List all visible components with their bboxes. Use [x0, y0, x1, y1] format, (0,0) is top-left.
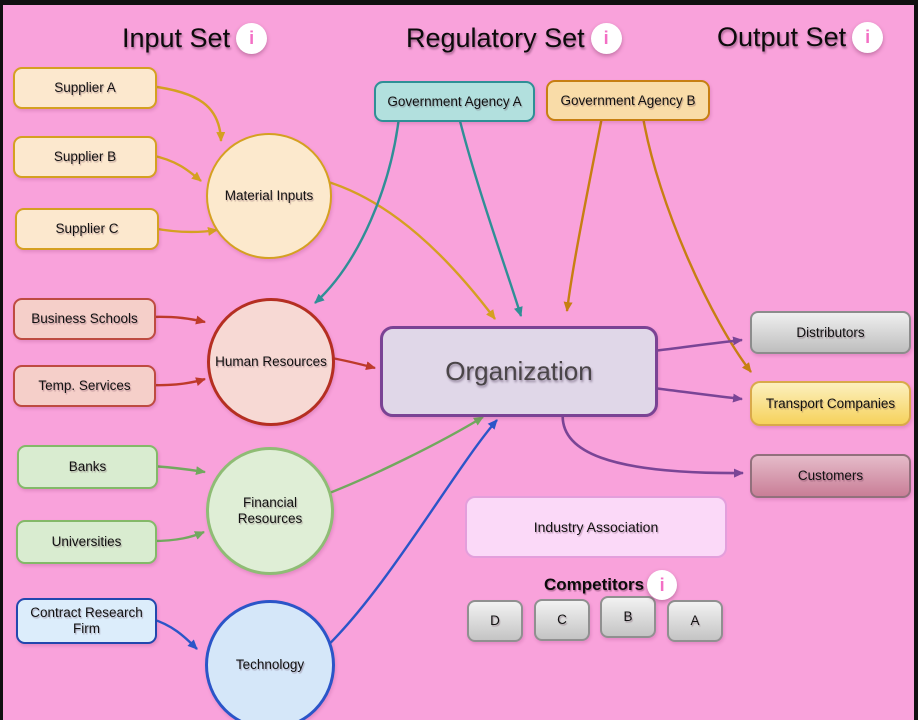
node-material-inputs[interactable]: Material Inputs	[206, 133, 332, 259]
customers-label: Customers	[797, 468, 864, 484]
business-schools-label: Business Schools	[31, 311, 138, 327]
contract-research-firm-label: Contract Research Firm	[30, 605, 143, 636]
node-customers[interactable]: Customers	[750, 454, 911, 498]
node-supplier-b[interactable]: Supplier B	[13, 136, 157, 178]
output-set-title: Output Set	[717, 22, 847, 52]
node-supplier-c[interactable]: Supplier C	[15, 208, 159, 250]
node-universities[interactable]: Universities	[16, 520, 157, 564]
node-industry-association[interactable]: Industry Association	[465, 496, 727, 558]
human-resources-label: Human Resources	[215, 354, 327, 370]
node-financial-resources[interactable]: Financial Resources	[206, 447, 334, 575]
temp-services-label: Temp. Services	[38, 378, 131, 394]
distributors-label: Distributors	[796, 324, 865, 340]
arrow-organization-to-transport	[652, 386, 743, 403]
arrow-temp-services-to-hr	[149, 377, 206, 387]
gov-agency-b-label: Government Agency B	[560, 92, 696, 108]
node-gov-agency-b[interactable]: Government Agency B	[546, 80, 710, 121]
node-contract-research-firm[interactable]: Contract Research Firm	[16, 598, 157, 644]
arrow-gov-a-to-organization	[457, 116, 523, 317]
node-gov-agency-a[interactable]: Government Agency A	[374, 81, 535, 122]
arrow-gov-b-to-organization	[563, 116, 604, 312]
universities-label: Universities	[51, 534, 122, 550]
arrow-banks-to-financial	[151, 464, 206, 476]
organization-label: Organization	[445, 355, 593, 386]
competitor-c-label: C	[557, 612, 567, 628]
technology-label: Technology	[235, 657, 305, 673]
input-set-info-icon[interactable]: i	[236, 23, 268, 54]
input-set-title: Input Set	[122, 23, 231, 53]
arrow-organization-to-customers	[561, 410, 744, 478]
arrow-supplier-a-to-material-inputs	[149, 84, 226, 142]
node-business-schools[interactable]: Business Schools	[13, 298, 156, 340]
financial-resources-label: Financial Resources	[237, 495, 303, 526]
transport-companies-label: Transport Companies	[765, 395, 896, 411]
competitors-header: Competitors i	[544, 570, 678, 600]
output-set-info-icon[interactable]: i	[852, 22, 884, 53]
arrow-supplier-c-to-material-inputs	[151, 226, 218, 236]
competitor-d-label: D	[490, 613, 500, 629]
supplier-c-label: Supplier C	[55, 221, 119, 237]
competitors-info-icon[interactable]: i	[647, 570, 678, 600]
supplier-a-label: Supplier A	[54, 80, 116, 96]
node-competitor-c[interactable]: C	[534, 599, 590, 641]
competitor-a-label: A	[690, 613, 700, 629]
regulatory-set-info-icon[interactable]: i	[590, 23, 622, 54]
competitor-b-label: B	[623, 609, 633, 625]
node-human-resources[interactable]: Human Resources	[207, 298, 335, 426]
header-regulatory-set: Regulatory Set i	[406, 23, 622, 54]
header-input-set: Input Set i	[122, 23, 268, 54]
supplier-b-label: Supplier B	[53, 149, 117, 165]
node-supplier-a[interactable]: Supplier A	[13, 67, 157, 109]
node-competitor-b[interactable]: B	[600, 596, 656, 638]
arrow-financial-to-organization	[318, 415, 484, 499]
node-organization[interactable]: Organization	[380, 326, 658, 417]
arrow-gov-b-to-transport	[641, 116, 752, 373]
arrow-gov-a-to-hr	[314, 116, 401, 304]
node-transport-companies[interactable]: Transport Companies	[750, 381, 911, 426]
node-temp-services[interactable]: Temp. Services	[13, 365, 156, 407]
header-output-set: Output Set i	[717, 22, 884, 53]
banks-label: Banks	[68, 459, 107, 475]
arrow-technology-to-organization	[320, 419, 498, 653]
material-inputs-label: Material Inputs	[224, 188, 314, 204]
node-technology[interactable]: Technology	[205, 600, 335, 720]
arrow-supplier-b-to-material-inputs	[149, 153, 202, 182]
arrow-material-inputs-to-organization	[317, 177, 496, 320]
arrow-contract-research-to-technology	[151, 617, 198, 650]
regulatory-set-title: Regulatory Set	[406, 23, 585, 53]
node-competitor-a[interactable]: A	[667, 600, 723, 642]
gov-agency-a-label: Government Agency A	[387, 93, 522, 109]
arrow-organization-to-distributors	[652, 336, 743, 353]
node-competitor-d[interactable]: D	[467, 600, 523, 642]
node-distributors[interactable]: Distributors	[750, 311, 911, 354]
industry-association-label: Industry Association	[533, 518, 659, 535]
arrow-business-schools-to-hr	[149, 315, 206, 325]
node-banks[interactable]: Banks	[17, 445, 158, 489]
competitors-label: Competitors	[544, 575, 645, 594]
arrow-universities-to-financial	[151, 530, 205, 543]
